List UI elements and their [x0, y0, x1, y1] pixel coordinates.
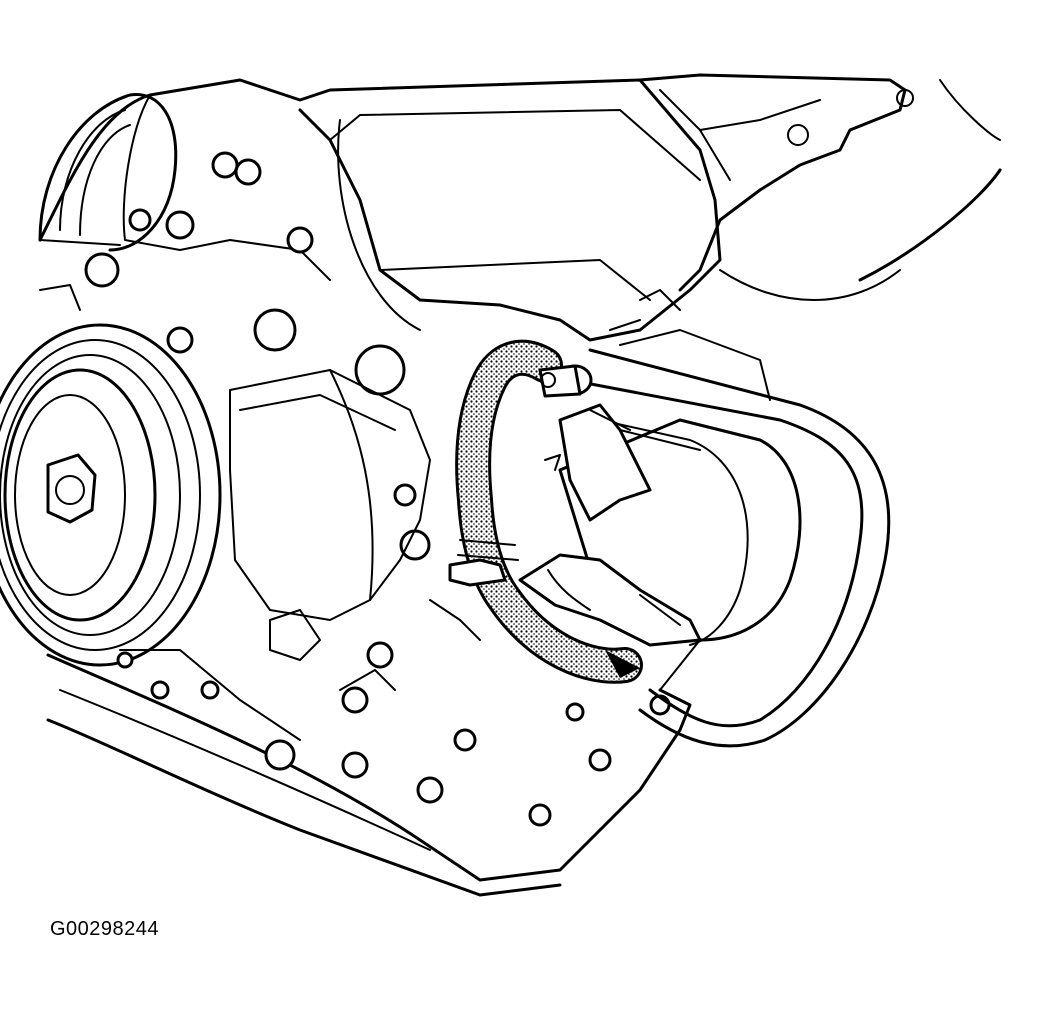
oil-cooler-hose — [455, 339, 643, 684]
engine-mount-bracket — [638, 73, 1002, 301]
hose-lower-fitting — [518, 553, 702, 678]
cooler-mounting-bracket — [544, 403, 652, 522]
front-cover — [229, 369, 431, 691]
crankshaft-pulley — [0, 284, 222, 667]
cooler-return-pipe — [568, 348, 891, 748]
oil-pan — [46, 599, 692, 897]
block-right-edge — [609, 289, 771, 401]
engine-block — [38, 78, 722, 342]
figure-id-label: G00298244 — [50, 918, 160, 940]
idler-pulley — [38, 92, 178, 252]
hose-clamp — [448, 539, 519, 587]
hose-upper-fitting — [538, 364, 593, 398]
